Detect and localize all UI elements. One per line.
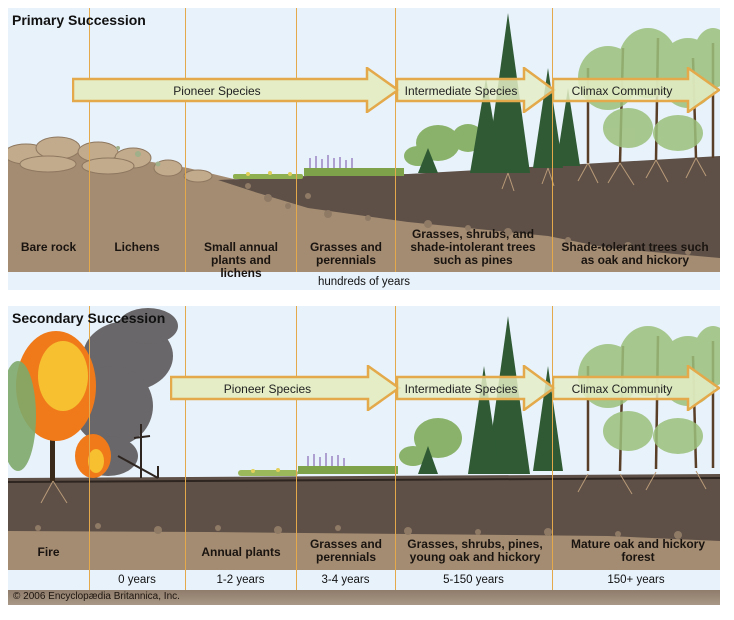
primary-timescale: hundreds of years [317,276,411,288]
primary-scene-illustration [8,8,720,272]
burn-line [8,477,720,483]
lichen-patches [116,146,161,167]
shrubs [399,418,462,466]
stage-label-small-annual-plants: Small annual plants and lichens [203,240,279,280]
time-150-plus-years: 150+ years [607,574,665,586]
burning-tree [16,331,111,481]
stage-label-lichens: Lichens [114,240,160,254]
climax-community-label: Climax Community [571,84,673,98]
soil-speckles [35,523,682,539]
stage-divider [395,8,396,272]
copyright-bar: © 2006 Encyclopædia Britannica, Inc. [8,590,720,605]
unburned-tree [8,361,36,471]
stage-divider [185,306,186,590]
primary-timescale-strip [8,272,720,290]
stage-label-oak-hickory: Shade-tolerant trees such as oak and hic… [561,240,709,267]
stage-divider [185,8,186,272]
secondary-succession-panel: Secondary Succession Pioneer Species Int… [8,306,720,605]
tree-roots [501,157,707,192]
stage-label-shrubs-pines-young-oak: Grasses, shrubs, pines, young oak and hi… [407,537,543,564]
tree-roots [40,470,707,504]
stage-divider [296,8,297,272]
primary-succession-panel: Primary Succession Pioneer Species Inter… [8,8,720,290]
stage-divider [395,306,396,590]
bare-rocks [8,136,213,183]
stage-label-shrubs-pines: Grasses, shrubs, and shade-intolerant tr… [410,227,536,267]
stage-label-fire: Fire [37,545,60,559]
intermediate-species-arrow [396,67,556,113]
burnt-snags [117,424,159,479]
soil-speckles [245,183,691,255]
secondary-succession-title: Secondary Succession [12,310,166,326]
annual-plants [238,468,298,476]
annual-plants [233,171,303,179]
stage-divider [89,306,90,590]
copyright-text: © 2006 Encyclopædia Britannica, Inc. [13,591,180,602]
grasses-and-perennials [304,155,404,176]
stage-divider [296,306,297,590]
secondary-scene-illustration [8,306,720,570]
stage-divider [552,8,553,272]
stage-label-annual-plants: Annual plants [201,545,281,559]
climax-community-label: Climax Community [571,382,673,396]
secondary-time-strip [8,570,720,590]
stage-label-grasses-perennials: Grasses and perennials [309,537,383,564]
time-0-years: 0 years [118,574,156,586]
secondary-landscape [8,306,720,570]
topsoil-layer [8,474,720,541]
pioneer-species-label: Pioneer Species [223,382,312,396]
grasses-and-perennials [298,453,398,474]
time-5-150-years: 5-150 years [443,574,504,586]
pioneer-species-arrow [170,365,402,411]
time-1-2-years: 1-2 years [216,574,265,586]
primary-succession-title: Primary Succession [12,12,146,28]
climax-community-arrow [552,365,720,411]
climax-community-arrow [552,67,720,113]
intermediate-species-label: Intermediate Species [404,84,518,98]
pioneer-species-label: Pioneer Species [173,84,261,98]
intermediate-species-label: Intermediate Species [404,382,518,396]
stage-label-grasses-perennials: Grasses and perennials [309,240,383,267]
stage-label-mature-forest: Mature oak and hickory forest [570,537,706,564]
primary-landscape [8,8,720,272]
time-3-4-years: 3-4 years [321,574,370,586]
stage-divider [552,306,553,590]
stage-label-bare-rock: Bare rock [20,240,77,254]
pioneer-species-arrow [72,67,401,113]
topsoil-layer [218,156,720,258]
intermediate-species-arrow [396,365,556,411]
stage-divider [89,8,90,272]
